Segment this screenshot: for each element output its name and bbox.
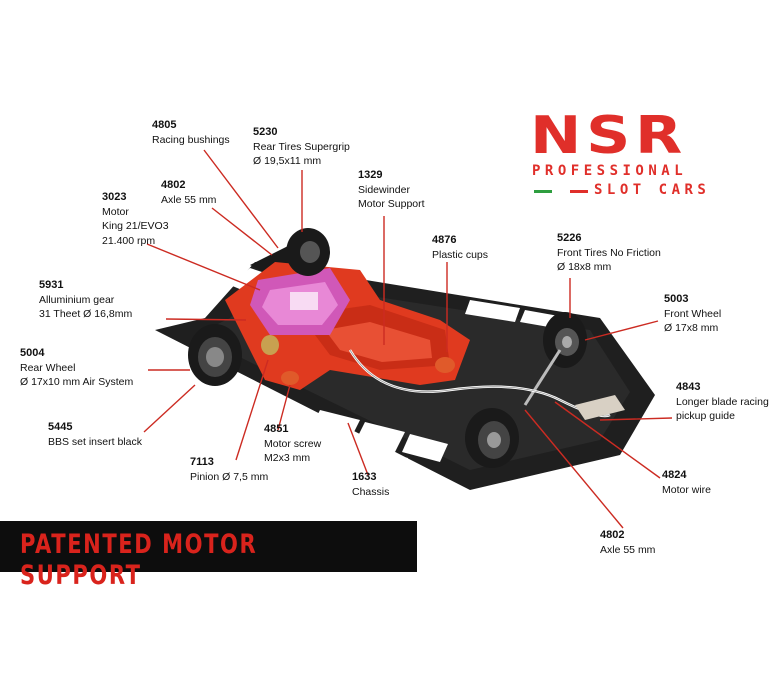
- front-wheel-right: [543, 312, 587, 368]
- part-code: 4843: [676, 381, 701, 393]
- part-code: 4802: [600, 529, 625, 541]
- part-code: 5004: [20, 347, 45, 359]
- nsr-logo: NSR PROFESSIONAL SLOT CARS: [530, 108, 735, 203]
- flag-white: [552, 190, 570, 193]
- leader-lines: [143, 149, 673, 529]
- part-code: 5230: [253, 126, 278, 138]
- label-axle-front: 4802 Axle 55 mm: [600, 528, 655, 557]
- part-code: 5003: [664, 293, 689, 305]
- label-rear-wheel: 5004 Rear Wheel Ø 17x10 mm Air System: [20, 346, 133, 390]
- label-pinion: 7113 Pinion Ø 7,5 mm: [190, 455, 268, 484]
- flag-red: [570, 190, 588, 193]
- part-desc: Axle 55 mm: [600, 543, 656, 556]
- part-desc: Rear Wheel: [20, 361, 76, 374]
- part-desc: Longer blade racing: [676, 395, 769, 408]
- label-racing-bushings: 4805 Racing bushings: [152, 118, 230, 147]
- feature-banner: PATENTED MOTOR SUPPORT: [0, 521, 417, 591]
- motor-can: [250, 268, 350, 335]
- label-sidewinder: 1329 Sidewinder Motor Support: [358, 168, 425, 212]
- part-code: 1329: [358, 169, 383, 181]
- part-desc: Ø 18x8 mm: [557, 261, 612, 273]
- pinion-gear: [261, 335, 279, 355]
- part-code: 4876: [432, 234, 457, 246]
- part-desc: Pinion Ø 7,5 mm: [190, 470, 269, 483]
- pickup-guide-blade: [575, 395, 625, 420]
- part-code: 5931: [39, 279, 64, 291]
- front-wheel-left: [465, 408, 519, 468]
- part-desc: Ø 17x8 mm: [664, 322, 719, 334]
- rear-wheel-right: [286, 228, 330, 276]
- logo-line-professional: PROFESSIONAL: [532, 163, 688, 179]
- part-desc: Racing bushings: [152, 133, 230, 146]
- part-desc: Motor wire: [662, 483, 712, 496]
- part-desc: Alluminium gear: [39, 293, 115, 306]
- part-code: 4851: [264, 423, 289, 435]
- part-desc: Ø 19,5x11 mm: [253, 155, 322, 167]
- label-rear-tires: 5230 Rear Tires Supergrip Ø 19,5x11 mm: [253, 125, 350, 169]
- part-code: 4805: [152, 119, 177, 131]
- part-code: 3023: [102, 191, 127, 203]
- part-desc: Chassis: [352, 485, 390, 498]
- part-desc: Sidewinder: [358, 183, 410, 196]
- part-code: 4824: [662, 469, 687, 481]
- part-desc: Axle 55 mm: [161, 193, 217, 206]
- label-motor: 3023 Motor King 21/EVO3 21.400 rpm: [102, 190, 169, 248]
- part-code: 1633: [352, 471, 377, 483]
- label-chassis: 1633 Chassis: [352, 470, 389, 499]
- part-desc: BBS set insert black: [48, 435, 142, 448]
- rear-wheel-left: [188, 324, 242, 386]
- part-code: 5445: [48, 421, 73, 433]
- banner-text: PATENTED MOTOR SUPPORT: [20, 529, 258, 591]
- part-desc: Front Tires No Friction: [557, 246, 661, 259]
- part-desc: Motor screw: [264, 437, 322, 450]
- front-axle: [523, 349, 562, 406]
- part-code: 4802: [161, 179, 186, 191]
- label-axle-rear: 4802 Axle 55 mm: [161, 178, 216, 207]
- label-pickup-guide: 4843 Longer blade racing pickup guide: [676, 380, 769, 424]
- part-desc: Front Wheel: [664, 307, 722, 320]
- label-plastic-cups: 4876 Plastic cups: [432, 233, 488, 262]
- part-desc: Motor: [102, 205, 129, 218]
- italian-flag-stripe: [534, 190, 588, 193]
- part-desc: Plastic cups: [432, 248, 489, 261]
- label-bbs-insert: 5445 BBS set insert black: [48, 420, 142, 449]
- part-desc: pickup guide: [676, 410, 735, 422]
- label-motor-screw: 4851 Motor screw M2x3 mm: [264, 422, 321, 466]
- label-front-tires: 5226 Front Tires No Friction Ø 18x8 mm: [557, 231, 661, 275]
- part-desc: Ø 17x10 mm Air System: [20, 376, 134, 388]
- part-desc: 21.400 rpm: [102, 234, 156, 247]
- logo-mark: NSR: [530, 106, 687, 166]
- part-desc: M2x3 mm: [264, 452, 311, 464]
- flag-green: [534, 190, 552, 193]
- part-desc: Motor Support: [358, 198, 425, 210]
- part-code: 5226: [557, 232, 582, 244]
- label-front-wheel: 5003 Front Wheel Ø 17x8 mm: [664, 292, 721, 336]
- logo-line-slot-cars: SLOT CARS: [594, 182, 711, 198]
- part-desc: King 21/EVO3: [102, 220, 169, 232]
- part-desc: Rear Tires Supergrip: [253, 140, 350, 153]
- part-desc: 31 Theet Ø 16,8mm: [39, 308, 133, 320]
- label-gear: 5931 Alluminium gear 31 Theet Ø 16,8mm: [39, 278, 132, 322]
- part-code: 7113: [190, 456, 214, 468]
- label-motor-wire: 4824 Motor wire: [662, 468, 711, 497]
